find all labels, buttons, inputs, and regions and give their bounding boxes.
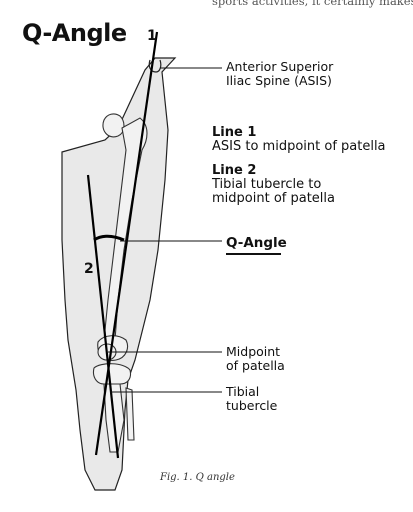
reference-lines [86, 31, 159, 459]
tibial-label: Tibial tubercle [226, 385, 277, 413]
line-number-2: 2 [84, 261, 94, 277]
line-1-description: Line 1 ASIS to midpoint of patella [212, 126, 386, 154]
q-angle-arc [93, 234, 125, 242]
line-number-1: 1 [147, 28, 157, 44]
asis-label: Anterior Superior Iliac Spine (ASIS) [226, 60, 333, 88]
tibia-plateau [92, 363, 132, 385]
line-2 [86, 174, 120, 459]
femur-head [102, 113, 125, 138]
q-angle-label: Q-Angle [226, 235, 287, 251]
iliac-crest [148, 59, 162, 73]
figure-caption: Fig. 1. Q angle [160, 472, 235, 483]
fibula [125, 387, 135, 441]
asis-label-line-2: Iliac Spine (ASIS) [226, 73, 332, 88]
q-angle-underline [226, 253, 281, 255]
tibial-label-line-1: Tibial [226, 384, 260, 399]
line-1-text: ASIS to midpoint of patella [212, 139, 386, 154]
asis-label-line-1: Anterior Superior [226, 59, 334, 74]
midpoint-label-line-1: Midpoint [226, 344, 281, 359]
line-2-title: Line 2 [212, 163, 257, 178]
line-2-description: Line 2 Tibial tubercle to midpoint of pa… [212, 164, 335, 206]
line-1-title: Line 1 [212, 125, 257, 140]
leader-lines [108, 67, 222, 393]
midpoint-label: Midpoint of patella [226, 345, 285, 373]
line-1 [94, 31, 159, 456]
midpoint-label-line-2: of patella [226, 358, 285, 373]
page-text-snippet: sports activities, it certainly makes [212, 0, 413, 8]
figure-title: Q-Angle [22, 19, 127, 47]
line-2-text-1: Tibial tubercle to [212, 177, 322, 192]
tibial-label-line-2: tubercle [226, 398, 278, 413]
line-2-text-2: midpoint of patella [212, 191, 335, 206]
